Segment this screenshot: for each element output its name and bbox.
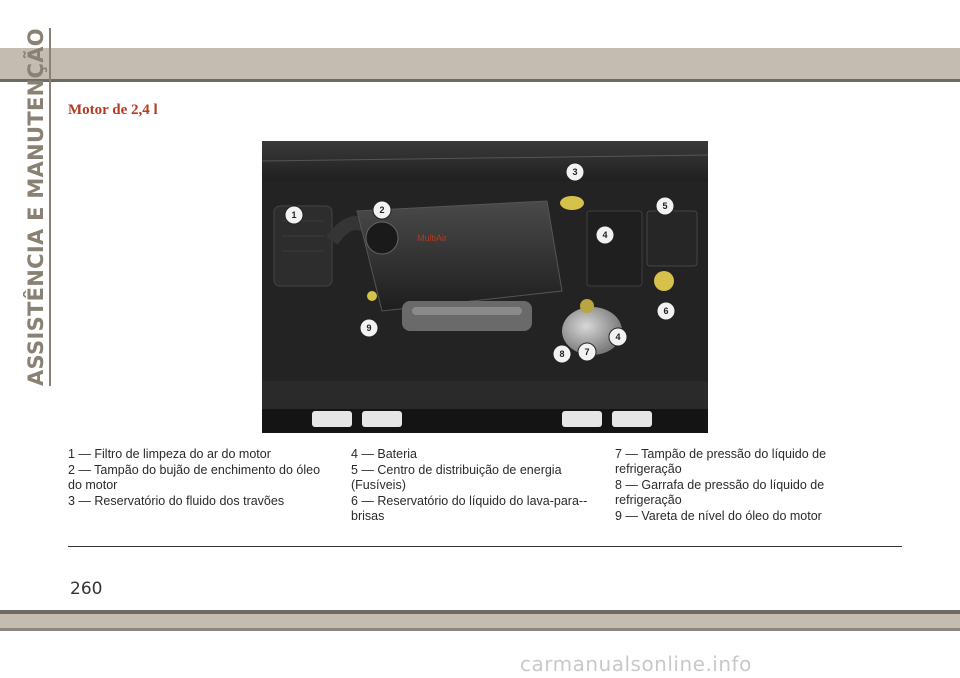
svg-text:3: 3: [572, 167, 577, 177]
footer-band-shadow: [0, 628, 960, 631]
cover-text: MultiAir: [417, 233, 447, 243]
engine-bay-photo: MultiAir 1 2 3 4 5 6 4 7: [262, 141, 708, 433]
footer-band: [0, 614, 960, 628]
legend-item: 1 — Filtro de limpeza do ar do motor: [68, 447, 271, 461]
page-number: 260: [70, 579, 103, 599]
legend-item: 5 — Centro de distribuição de energia (F…: [351, 463, 562, 492]
svg-text:4: 4: [615, 332, 620, 342]
legend-column-3: 7 — Tampão de pressão do líquido de refr…: [615, 447, 875, 525]
washer-cap: [654, 271, 674, 291]
top-margin: [0, 0, 960, 48]
callout-9: 9: [359, 318, 379, 338]
svg-text:4: 4: [602, 230, 607, 240]
callout-8: 8: [552, 344, 572, 364]
manifold: [402, 301, 532, 331]
callout-1: 1: [284, 205, 304, 225]
chapter-side-title: ASSISTÊNCIA E MANUTENÇÃO: [24, 28, 51, 386]
engine-bay-illustration: MultiAir 1 2 3 4 5 6 4 7: [262, 141, 708, 433]
coolant-cap: [580, 299, 594, 313]
air-filter-box: [273, 205, 333, 287]
footer-band-line: [0, 610, 960, 614]
svg-text:1: 1: [291, 210, 296, 220]
radiator-support: [262, 381, 708, 409]
legend-item: 3 — Reservatório do fluido dos travões: [68, 494, 285, 508]
fuse-box: [646, 210, 698, 267]
svg-text:2: 2: [379, 205, 384, 215]
legend-column-1: 1 — Filtro de limpeza do ar do motor 2 —…: [68, 447, 328, 510]
callout-4a: 4: [595, 225, 615, 245]
callout-3: 3: [565, 162, 585, 182]
callout-6: 6: [656, 301, 676, 321]
legend-item: 7 — Tampão de pressão do líquido de refr…: [615, 447, 827, 476]
callout-4b: 4: [608, 327, 628, 347]
dipstick-handle: [367, 291, 377, 301]
svg-text:5: 5: [662, 201, 667, 211]
legend-item: 6 — Reservatório do líquido do lava-para…: [351, 494, 588, 523]
legend-item: 8 — Garrafa de pressão do líquido de ref…: [615, 478, 825, 507]
callout-7: 7: [577, 342, 597, 362]
legend-column-2: 4 — Bateria 5 — Centro de distribuição d…: [351, 447, 601, 525]
section-title: Motor de 2,4 l: [68, 102, 158, 118]
callout-5: 5: [655, 196, 675, 216]
battery: [586, 210, 643, 287]
brake-reservoir: [560, 196, 584, 210]
svg-text:7: 7: [584, 347, 589, 357]
oil-cap: [365, 221, 399, 255]
legend-item: 9 — Vareta de nível do óleo do motor: [615, 509, 822, 523]
header-band-line: [0, 79, 960, 82]
legend-divider: [68, 546, 902, 547]
coolant-bottle: [562, 307, 622, 355]
legend-item: 4 — Bateria: [351, 447, 418, 461]
callout-2: 2: [372, 200, 392, 220]
watermark: carmanualsonline.info: [520, 652, 752, 676]
svg-text:6: 6: [663, 306, 668, 316]
svg-text:8: 8: [559, 349, 564, 359]
engine-cover: [356, 200, 563, 312]
svg-text:9: 9: [366, 323, 371, 333]
legend-item: 2 — Tampão do bujão de enchimento do óle…: [68, 463, 321, 492]
header-band: [0, 48, 960, 79]
